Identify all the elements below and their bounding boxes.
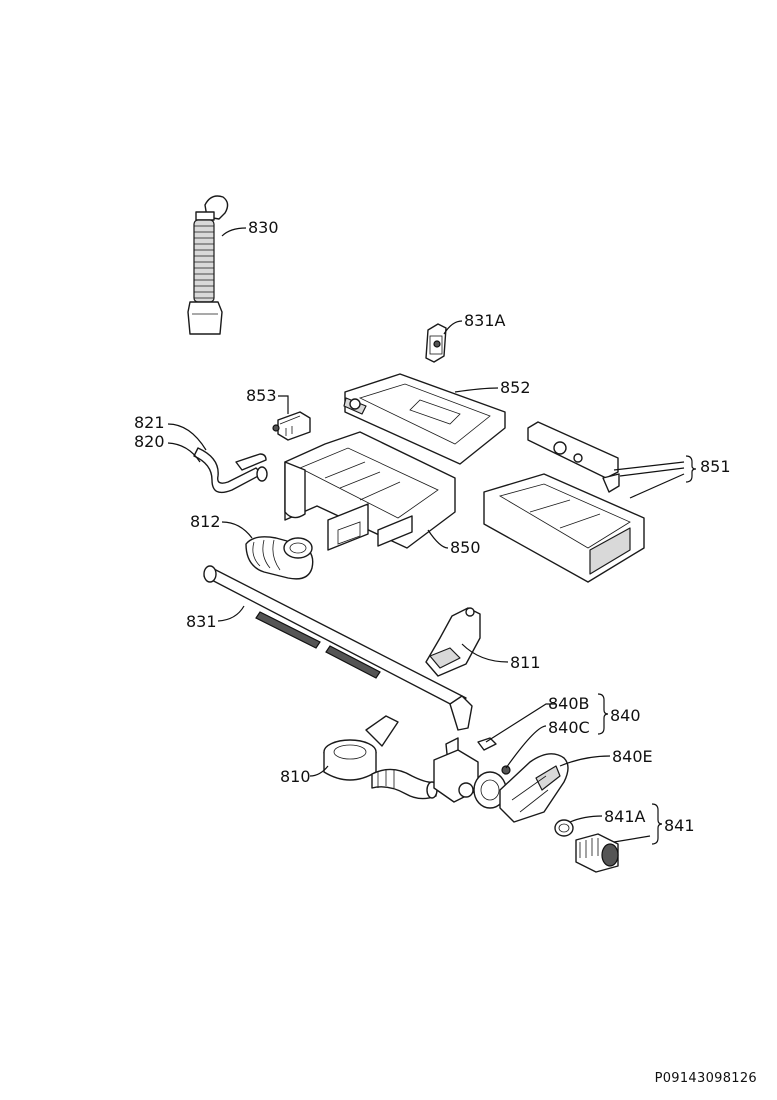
brace-841 xyxy=(651,803,663,845)
label-850: 850 xyxy=(450,538,481,557)
label-841: 841 xyxy=(664,816,695,835)
leader-841A xyxy=(569,815,603,823)
label-831A: 831A xyxy=(464,311,506,330)
part-841-filter xyxy=(554,819,619,873)
part-812-bellows xyxy=(245,536,314,580)
leader-852 xyxy=(454,387,499,393)
label-810: 810 xyxy=(280,767,311,786)
leader-820 xyxy=(167,442,201,463)
leader-851b xyxy=(619,467,685,477)
part-850-dispenser-housing xyxy=(284,431,456,551)
label-851: 851 xyxy=(700,457,731,476)
label-820: 820 xyxy=(134,432,165,451)
part-831-drain-hose xyxy=(203,565,473,731)
part-810-sump xyxy=(323,715,438,800)
leader-841b xyxy=(613,835,651,843)
leader-840E xyxy=(559,755,611,767)
leader-821 xyxy=(167,423,207,451)
label-853: 853 xyxy=(246,386,277,405)
leader-811 xyxy=(461,643,509,663)
label-840E: 840E xyxy=(612,747,653,766)
label-830: 830 xyxy=(248,218,279,237)
label-841A: 841A xyxy=(604,807,646,826)
leader-831A xyxy=(443,320,463,335)
part-830-hose xyxy=(187,195,229,335)
leader-850 xyxy=(427,529,449,549)
label-840C: 840C xyxy=(548,718,590,737)
label-840B: 840B xyxy=(548,694,590,713)
label-812: 812 xyxy=(190,512,221,531)
leader-810 xyxy=(309,765,329,777)
part-853-connector xyxy=(272,411,311,441)
label-840: 840 xyxy=(610,706,641,725)
part-852-top-plate xyxy=(343,373,506,465)
leader-831 xyxy=(217,605,245,622)
leader-812 xyxy=(221,521,253,539)
label-831: 831 xyxy=(186,612,217,631)
leader-840C xyxy=(505,725,547,769)
document-id: P09143098126 xyxy=(654,1071,757,1086)
leader-830 xyxy=(221,227,247,237)
brace-851 xyxy=(685,455,697,483)
part-851-drawer xyxy=(483,421,645,583)
leader-840B xyxy=(485,703,556,743)
part-840E-cover xyxy=(499,753,569,823)
label-821: 821 xyxy=(134,413,165,432)
leader-851c xyxy=(629,473,685,499)
brace-840 xyxy=(597,693,609,735)
part-831A-valve xyxy=(425,323,447,363)
label-852: 852 xyxy=(500,378,531,397)
label-811: 811 xyxy=(510,653,541,672)
part-840-pump xyxy=(433,737,511,809)
part-811-elbow xyxy=(425,607,481,677)
leader-853 xyxy=(278,395,289,414)
part-820-821-pipes xyxy=(193,447,268,494)
leader-851a xyxy=(613,461,685,471)
